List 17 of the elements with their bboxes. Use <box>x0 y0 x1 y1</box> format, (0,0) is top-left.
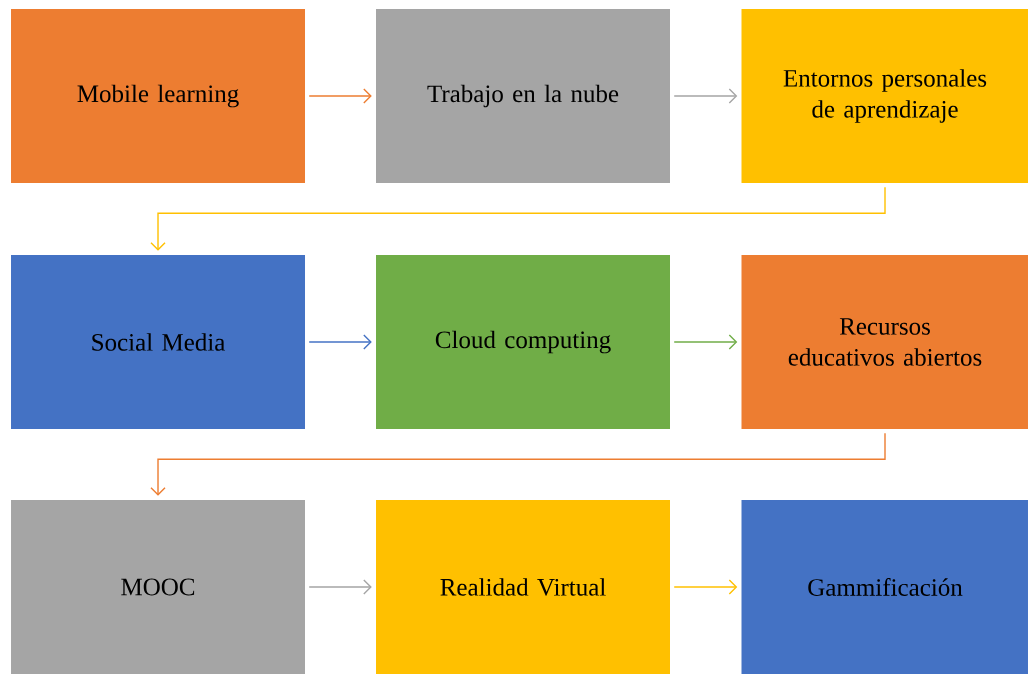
process-box: Entornos personales de aprendizaje <box>741 9 1028 183</box>
process-box: MOOC <box>11 500 305 674</box>
arrow <box>308 88 372 104</box>
arrow <box>150 432 886 496</box>
process-box: Realidad Virtual <box>376 500 670 674</box>
arrow <box>308 579 372 595</box>
arrow <box>150 186 886 251</box>
arrow <box>673 88 738 104</box>
arrow <box>673 579 738 595</box>
process-box: Trabajo en la nube <box>376 9 670 183</box>
arrow <box>673 334 738 350</box>
process-box: Social Media <box>11 255 305 429</box>
process-box: Cloud computing <box>376 255 670 429</box>
process-box: Gammificación <box>741 500 1028 674</box>
process-box: Recursos educativos abiertos <box>741 255 1028 429</box>
process-box: Mobile learning <box>11 9 305 183</box>
arrow <box>308 334 372 350</box>
